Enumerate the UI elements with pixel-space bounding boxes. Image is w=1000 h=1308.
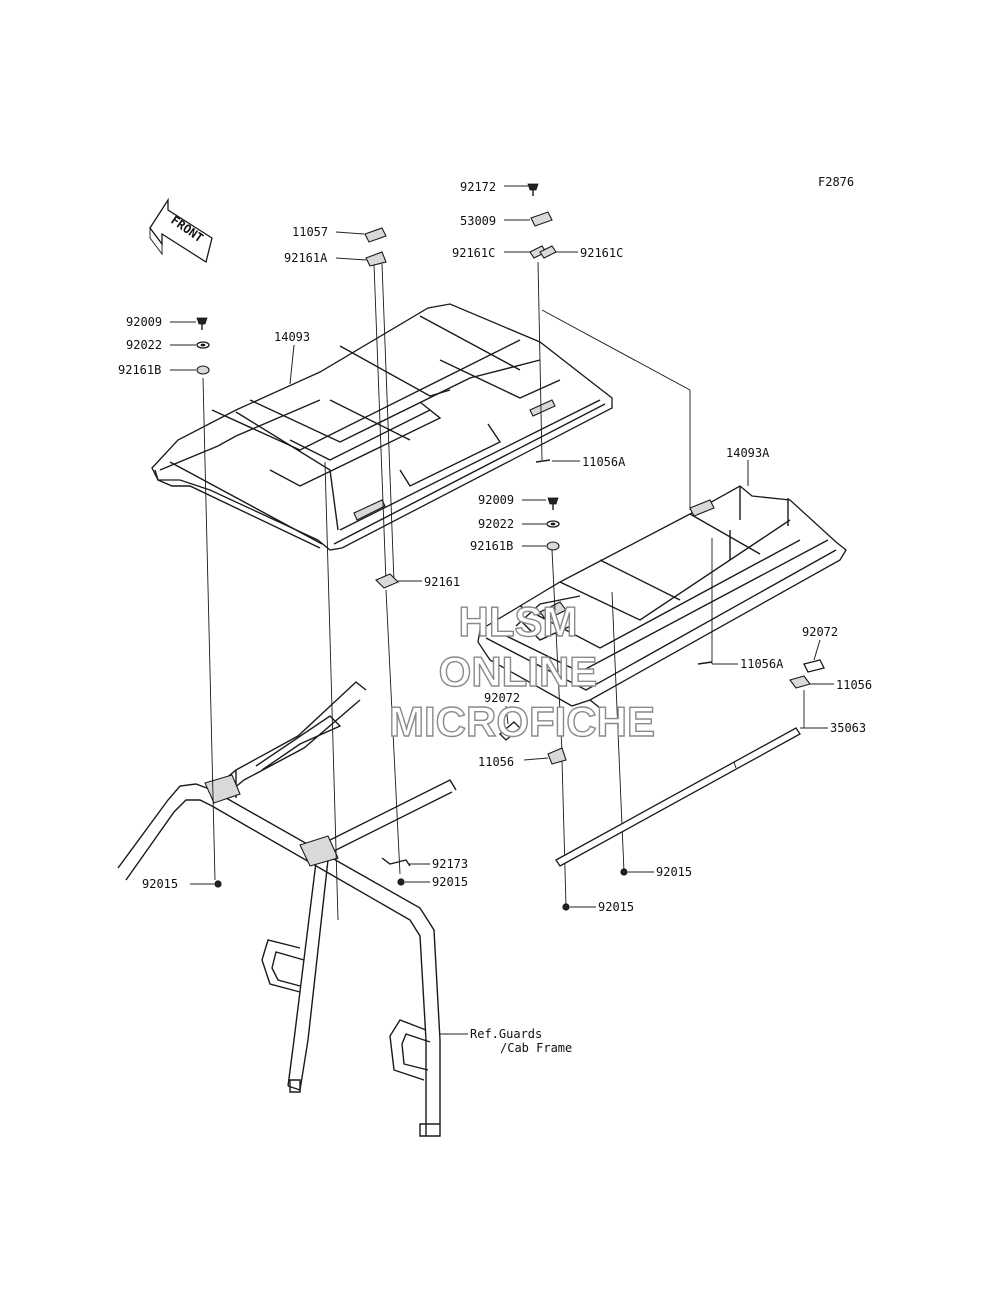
watermark-line2: ONLINE xyxy=(439,648,598,695)
hardware-parts xyxy=(196,183,825,911)
nut-92015-icon xyxy=(620,868,628,876)
roof-panel-front xyxy=(151,303,613,551)
callout-53009: 53009 xyxy=(460,214,496,228)
callout-14093: 14093 xyxy=(274,330,310,344)
callout-92161a: 92161A xyxy=(284,251,328,265)
bracket-53009-icon xyxy=(530,211,553,227)
spacer-92161b-icon xyxy=(196,365,210,375)
callout-92161b: 92161B xyxy=(470,539,513,553)
callout-92015: 92015 xyxy=(142,877,178,891)
callout-leaders xyxy=(170,185,834,1035)
bracket-11056-icon xyxy=(547,747,567,765)
callout-92022: 92022 xyxy=(478,517,514,531)
watermark-line1: HLSM xyxy=(459,598,578,645)
reference-note-line1: Ref.Guards xyxy=(470,1027,542,1041)
callout-92009: 92009 xyxy=(478,493,514,507)
seal-strip-35063 xyxy=(555,727,801,867)
bolt-92172-icon xyxy=(527,183,539,191)
callout-92015: 92015 xyxy=(598,900,634,914)
assembly-guide-lines xyxy=(202,261,805,921)
clamp-92173-icon xyxy=(381,857,411,867)
callout-11057: 11057 xyxy=(292,225,328,239)
bolt-92009-icon xyxy=(547,497,559,505)
plate-11057-icon xyxy=(364,227,387,243)
callout-92161: 92161 xyxy=(424,575,460,589)
callout-92172: 92172 xyxy=(460,180,496,194)
callout-35063: 35063 xyxy=(830,721,866,735)
figure-id: F2876 xyxy=(818,175,854,189)
watermark-line3: MICROFICHE xyxy=(389,698,655,745)
pad-92161-icon xyxy=(375,573,399,589)
spacer-92161b-icon xyxy=(546,541,560,551)
nut-92015-icon xyxy=(397,878,405,886)
callout-labels: 92172 53009 92161C 92161C 11057 92161A 9… xyxy=(118,180,872,1055)
callout-11056: 11056 xyxy=(478,755,514,769)
callout-92015: 92015 xyxy=(656,865,692,879)
callout-11056a: 11056A xyxy=(740,657,784,671)
callout-92072: 92072 xyxy=(802,625,838,639)
callout-92015: 92015 xyxy=(432,875,468,889)
callout-92161b: 92161B xyxy=(118,363,161,377)
clamp-92072-icon xyxy=(499,721,521,741)
bolt-92009-icon xyxy=(196,317,208,325)
watermark: HLSM ONLINE MICROFICHE xyxy=(388,597,655,745)
front-direction-arrow-icon: FRONT xyxy=(149,197,213,264)
callout-92161c: 92161C xyxy=(452,246,495,260)
callout-14093a: 14093A xyxy=(726,446,770,460)
roof-panel-rear xyxy=(477,485,847,709)
reference-note-line2: /Cab Frame xyxy=(500,1041,572,1055)
callout-92173: 92173 xyxy=(432,857,468,871)
callout-92161c: 92161C xyxy=(580,246,623,260)
callout-11056a: 11056A xyxy=(582,455,626,469)
clip-11056a-icon xyxy=(697,661,713,665)
callout-92072: 92072 xyxy=(484,691,520,705)
callout-92009: 92009 xyxy=(126,315,162,329)
bracket-11056-icon xyxy=(789,675,811,689)
callout-11056: 11056 xyxy=(836,678,872,692)
shim-92161a-icon xyxy=(365,251,387,267)
callout-92022: 92022 xyxy=(126,338,162,352)
clamp-92072-icon xyxy=(803,659,825,673)
nut-92015-icon xyxy=(214,880,222,888)
clip-11056a-icon xyxy=(535,459,551,463)
cab-frame xyxy=(117,681,457,1137)
nut-92015-icon xyxy=(562,903,570,911)
